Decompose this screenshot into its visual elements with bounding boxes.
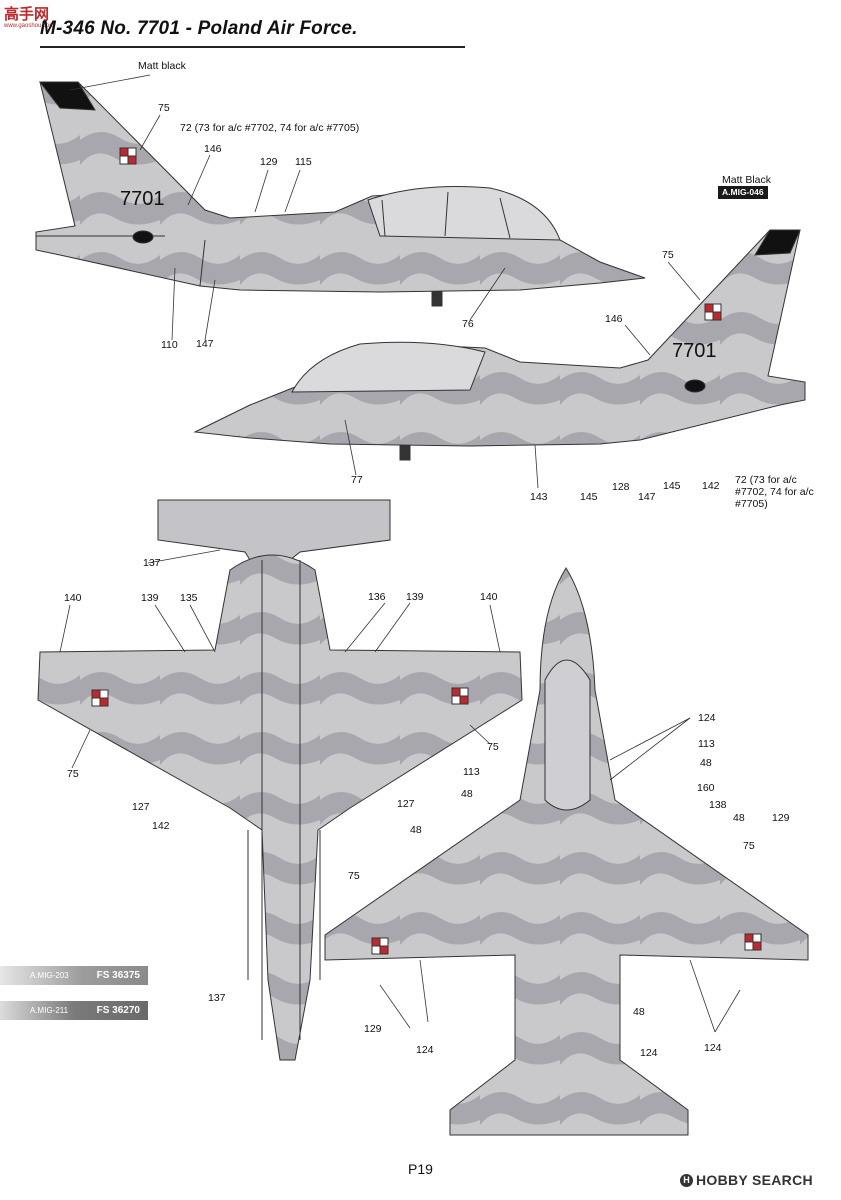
roundel-underside-left — [91, 689, 109, 707]
label-72-note-right: 72 (73 for a/c #7702, 74 for a/c #7705) — [735, 474, 814, 510]
page-number: P19 — [408, 1161, 433, 1177]
top-view — [324, 567, 809, 1136]
callout-137-b: 137 — [208, 992, 226, 1004]
callout-128: 128 — [612, 481, 630, 493]
swatch-1-name: A.MIG-203 — [30, 971, 69, 980]
site-logo: 高手网 www.gaoshou.com — [4, 6, 70, 36]
source-text: HOBBY SEARCH — [696, 1172, 813, 1188]
callout-48-e: 48 — [633, 1006, 645, 1018]
callout-76: 76 — [462, 318, 474, 330]
callout-147-a: 147 — [196, 338, 214, 350]
side-profile-left — [35, 81, 646, 307]
callout-142-a: 142 — [702, 480, 720, 492]
callout-115: 115 — [295, 156, 312, 168]
callout-160: 160 — [697, 782, 715, 794]
leader-lines — [59, 74, 741, 1033]
roundel-side-top — [119, 147, 137, 165]
callout-129-b: 129 — [772, 812, 790, 824]
callout-137-a: 137 — [143, 557, 161, 569]
callout-113-b: 113 — [463, 766, 480, 778]
callout-75-d: 75 — [67, 768, 79, 780]
label-72-note-top: 72 (73 for a/c #7702, 74 for a/c #7705) — [180, 122, 360, 134]
callout-140-b: 140 — [480, 591, 498, 603]
page-title: M-346 No. 7701 - Poland Air Force. — [40, 18, 358, 39]
hobby-search-icon: H — [680, 1173, 693, 1187]
callout-142-b: 142 — [152, 820, 170, 832]
label-matt-black-top: Matt black — [138, 60, 186, 72]
callout-127-a: 127 — [132, 801, 150, 813]
source-watermark: H HOBBY SEARCH — [680, 1172, 813, 1188]
callout-135: 135 — [180, 592, 198, 604]
callout-147-b: 147 — [638, 491, 656, 503]
roundel-top-right — [744, 933, 762, 951]
callout-136: 136 — [368, 591, 386, 603]
callout-48-d: 48 — [410, 824, 422, 836]
color-swatch-1: A.MIG-203 FS 36375 — [0, 966, 148, 985]
callout-77: 77 — [351, 474, 363, 486]
serial-top: 7701 — [120, 188, 165, 210]
callout-145-b: 145 — [663, 480, 681, 492]
swatch-2-name: A.MIG-211 — [30, 1006, 69, 1015]
callout-75-f: 75 — [348, 870, 360, 882]
callout-124-a: 124 — [698, 712, 716, 724]
callout-124-b: 124 — [416, 1044, 434, 1056]
callout-139-a: 139 — [141, 592, 159, 604]
callout-146-b: 146 — [605, 313, 623, 325]
callout-48-a: 48 — [700, 757, 712, 769]
title-divider — [40, 46, 465, 48]
roundel-side-bottom — [704, 303, 722, 321]
callout-124-c: 124 — [640, 1047, 658, 1059]
callout-146-a: 146 — [204, 143, 222, 155]
roundel-top-left — [371, 937, 389, 955]
underside-view — [37, 499, 523, 1061]
callout-113-a: 113 — [698, 738, 715, 750]
callout-129-c: 129 — [364, 1023, 382, 1035]
callout-143: 143 — [530, 491, 548, 503]
callout-138: 138 — [709, 799, 727, 811]
callout-48-b: 48 — [461, 788, 473, 800]
paint-tag: A.MIG-046 — [718, 186, 768, 199]
callout-129-a: 129 — [260, 156, 278, 168]
callout-127-b: 127 — [397, 798, 415, 810]
logo-text: 高手网 — [4, 5, 50, 23]
color-swatch-2: A.MIG-211 FS 36270 — [0, 1001, 148, 1020]
logo-url: www.gaoshou.com — [4, 23, 55, 29]
callout-75-b: 75 — [662, 249, 674, 261]
callout-145-a: 145 — [580, 491, 598, 503]
label-matt-black-right: Matt Black — [722, 174, 772, 186]
callout-75-e: 75 — [743, 840, 755, 852]
roundel-underside-right — [451, 687, 469, 705]
callout-48-c: 48 — [733, 812, 745, 824]
swatch-1-code: FS 36375 — [96, 970, 140, 981]
callout-139-b: 139 — [406, 591, 424, 603]
side-profile-right — [193, 229, 806, 461]
callout-75-a: 75 — [158, 102, 170, 114]
callout-75-c: 75 — [487, 741, 499, 753]
serial-bottom: 7701 — [672, 340, 717, 362]
callout-140-a: 140 — [64, 592, 82, 604]
callout-124-d: 124 — [704, 1042, 722, 1054]
swatch-2-code: FS 36270 — [96, 1005, 140, 1016]
callout-110: 110 — [161, 339, 178, 351]
